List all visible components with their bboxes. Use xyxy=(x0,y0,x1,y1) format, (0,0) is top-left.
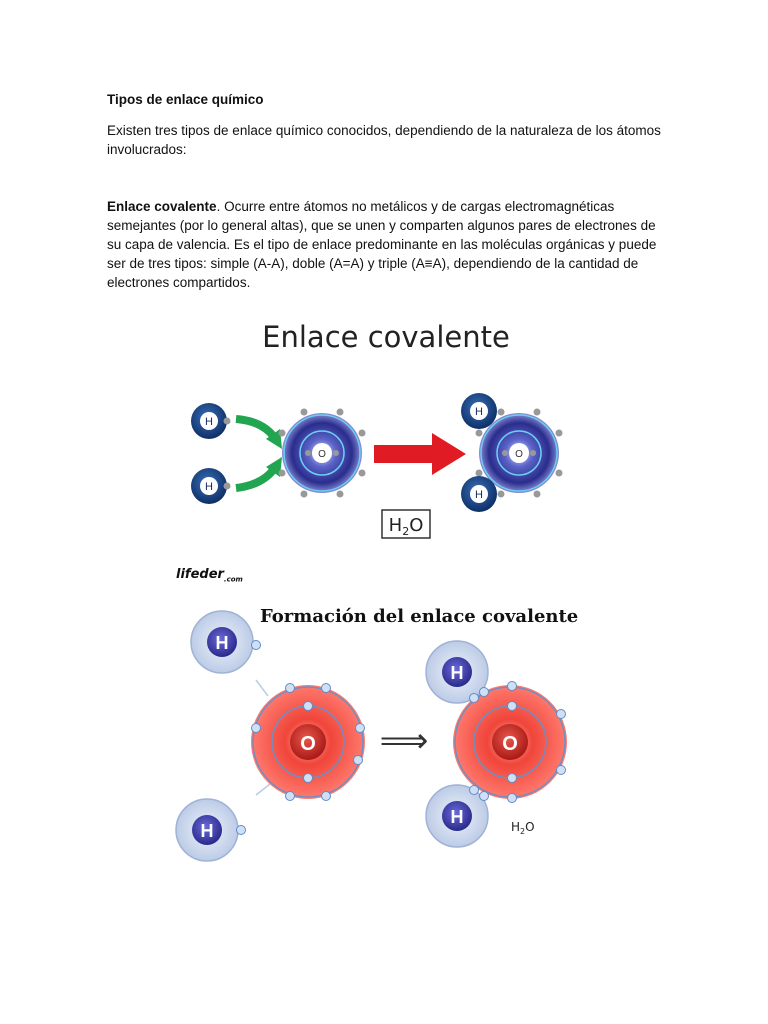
oxygen-atom-left: O xyxy=(278,408,366,498)
hydrogen-atom-top-right: H xyxy=(461,393,497,429)
hydrogen-label: H xyxy=(216,633,229,653)
hydrogen-atom-bottom-right: H xyxy=(425,784,489,848)
hydrogen-label: H xyxy=(201,821,214,841)
lifeder-logo: lifeder.com xyxy=(176,567,243,584)
hydrogen-atom-bottom-left: H xyxy=(175,798,246,862)
oxygen-atom-right: O xyxy=(475,408,563,498)
covalent-description: . Ocurre entre átomos no metálicos y de … xyxy=(107,199,657,290)
curved-arrow-top-head xyxy=(266,429,282,449)
covalent-bond-formation-figure: Formación del enlace covalente H H O ⟹ xyxy=(175,606,578,862)
oxygen-label: O xyxy=(502,733,518,755)
approach-arrow-top xyxy=(255,679,269,697)
curved-arrow-top xyxy=(235,415,278,440)
intro-paragraph: Existen tres tipos de enlace químico con… xyxy=(107,123,661,157)
formula-o: O xyxy=(525,820,534,834)
svg-text:H2O: H2O xyxy=(389,515,424,538)
formula-o: O xyxy=(409,515,423,536)
curved-arrow-bottom xyxy=(235,466,278,492)
formula-subscript: 2 xyxy=(402,525,409,538)
reaction-arrow-head xyxy=(432,433,466,475)
hydrogen-atom-top-left: H xyxy=(190,610,261,674)
hydrogen-label: H xyxy=(475,406,483,418)
hydrogen-label: H xyxy=(451,663,464,683)
water-formula-box: H2O xyxy=(381,509,431,539)
figure2-title: Formación del enlace covalente xyxy=(260,606,578,627)
oxygen-atom-left: O xyxy=(251,683,365,801)
document-heading: Tipos de enlace químico xyxy=(107,92,264,107)
water-formula: H2O xyxy=(511,820,535,836)
covalent-bond-figure: Enlace covalente H H O xyxy=(191,320,563,539)
brand-domain: .com xyxy=(223,575,243,584)
curved-arrow-bottom-head xyxy=(266,457,282,477)
reaction-arrow: ⟹ xyxy=(380,721,429,761)
reaction-arrow-shaft xyxy=(374,445,436,463)
formula-subscript: 2 xyxy=(520,827,525,836)
hydrogen-label: H xyxy=(205,481,213,493)
formula-h: H xyxy=(511,820,520,834)
hydrogen-atom-bottom-right: H xyxy=(461,476,497,512)
oxygen-label: O xyxy=(515,449,523,460)
figure1-title: Enlace covalente xyxy=(262,320,510,354)
oxygen-atom-right: O xyxy=(453,681,567,803)
hydrogen-atom-top-right: H xyxy=(425,640,489,704)
formula-h: H xyxy=(389,515,403,536)
oxygen-label: O xyxy=(318,449,326,460)
hydrogen-atom-bottom-left: H xyxy=(191,468,231,504)
oxygen-label: O xyxy=(300,733,316,755)
brand-name: lifeder xyxy=(176,567,224,582)
approach-arrow-bottom xyxy=(255,783,271,796)
hydrogen-label: H xyxy=(205,416,213,428)
hydrogen-label: H xyxy=(451,807,464,827)
covalent-paragraph: Enlace covalente. Ocurre entre átomos no… xyxy=(107,197,667,292)
covalent-term: Enlace covalente xyxy=(107,199,217,214)
hydrogen-label: H xyxy=(475,489,483,501)
hydrogen-atom-top-left: H xyxy=(191,403,231,439)
